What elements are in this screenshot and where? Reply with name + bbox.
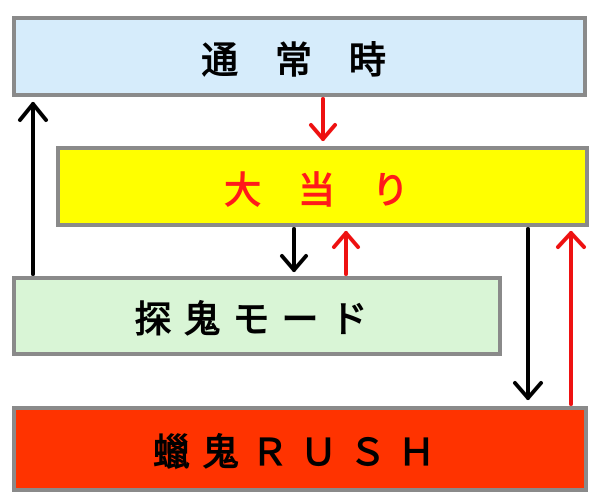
state-rush-box: 蠟鬼ＲＵＳＨ <box>12 406 588 492</box>
state-mode-box: 探鬼モード <box>12 276 502 356</box>
arrow-rush-to-bonus <box>556 231 586 406</box>
arrow-mode-to-normal <box>18 102 48 276</box>
arrow-bonus-to-rush <box>513 227 543 400</box>
state-rush-label: 蠟鬼ＲＵＳＨ <box>153 431 447 474</box>
state-mode-label: 探鬼モード <box>134 298 380 341</box>
arrow-bonus-to-mode <box>280 227 308 272</box>
state-normal-box: 通 常 時 <box>12 16 587 97</box>
state-bonus-label: 大 当 り <box>224 168 421 212</box>
state-bonus-box: 大 当 り <box>56 146 589 227</box>
state-normal-label: 通 常 時 <box>201 38 398 82</box>
arrow-mode-to-bonus <box>332 231 360 276</box>
arrow-normal-to-bonus <box>309 97 337 141</box>
